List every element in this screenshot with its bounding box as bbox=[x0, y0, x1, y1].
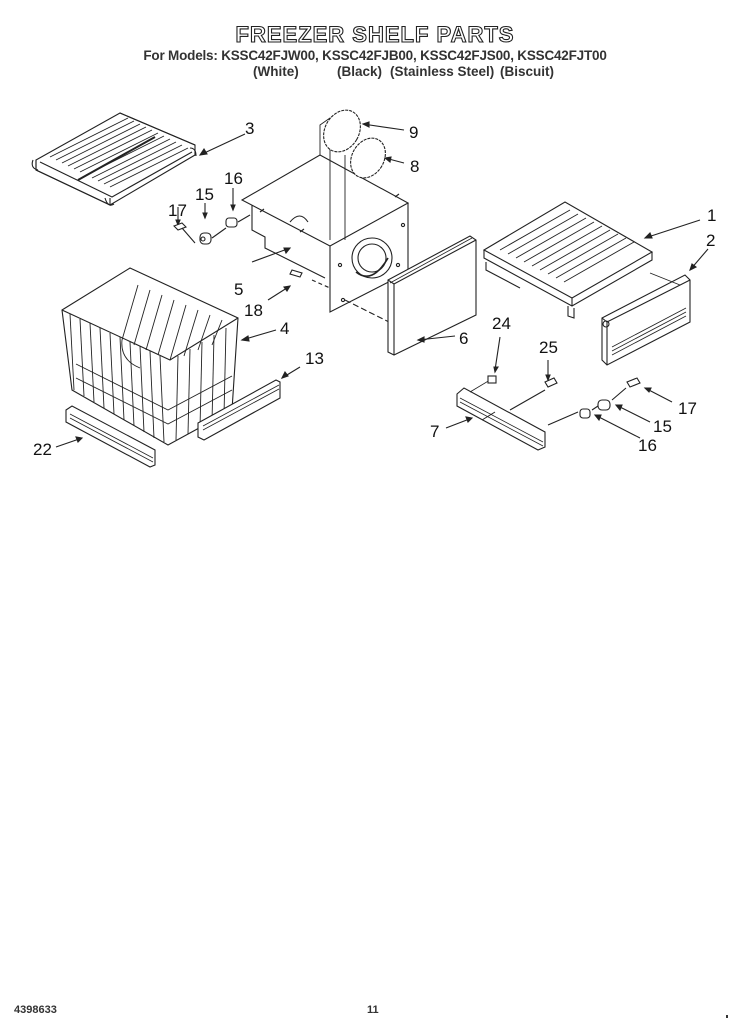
callout-6: 6 bbox=[459, 329, 469, 348]
scan-artifact bbox=[726, 1015, 728, 1018]
callout-24: 24 bbox=[492, 314, 511, 333]
part-4-wire-basket bbox=[61, 267, 239, 446]
part-2-drawer-front bbox=[601, 274, 691, 366]
callout-2: 2 bbox=[706, 231, 716, 250]
part-9-cover bbox=[323, 109, 361, 153]
callout-9: 9 bbox=[409, 123, 419, 142]
fasteners-left bbox=[173, 188, 251, 245]
callout-7: 7 bbox=[430, 422, 440, 441]
page-title: FREEZER SHELF PARTS bbox=[235, 21, 515, 47]
callout-17: 17 bbox=[678, 399, 697, 418]
callout-16: 16 bbox=[224, 169, 243, 188]
color-white: (White) bbox=[253, 64, 299, 79]
callout-25: 25 bbox=[539, 338, 558, 357]
callout-3: 3 bbox=[245, 119, 255, 138]
fasteners-right bbox=[487, 336, 673, 439]
color-biscuit: (Biscuit) bbox=[500, 64, 554, 79]
part-6-panel bbox=[387, 235, 477, 356]
color-black: (Black) bbox=[337, 64, 383, 79]
part-8-cover bbox=[350, 137, 386, 179]
document-number: 4398633 bbox=[14, 1004, 57, 1016]
part-13-rail bbox=[197, 379, 281, 441]
leader-3 bbox=[199, 133, 246, 156]
part-7-rail bbox=[456, 387, 546, 451]
part-22-rail bbox=[65, 405, 156, 468]
callout-22: 22 bbox=[33, 440, 52, 459]
callout-13: 13 bbox=[305, 349, 324, 368]
callout-15: 15 bbox=[653, 417, 672, 436]
callout-17: 17 bbox=[168, 201, 187, 220]
callout-1: 1 bbox=[707, 206, 717, 225]
part-1-shelf bbox=[482, 201, 654, 319]
callout-4: 4 bbox=[280, 319, 290, 338]
callout-16: 16 bbox=[638, 436, 657, 455]
callout-18: 18 bbox=[244, 301, 263, 320]
callout-15: 15 bbox=[195, 185, 214, 204]
part-3-wire-shelf bbox=[31, 112, 197, 206]
part-5-housing bbox=[240, 117, 410, 313]
callout-5: 5 bbox=[234, 280, 244, 299]
color-stainless-steel: (Stainless Steel) bbox=[390, 64, 495, 79]
callout-8: 8 bbox=[410, 157, 420, 176]
page-number: 11 bbox=[367, 1004, 379, 1016]
models-line: For Models: KSSC42FJW00, KSSC42FJB00, KS… bbox=[143, 48, 607, 63]
